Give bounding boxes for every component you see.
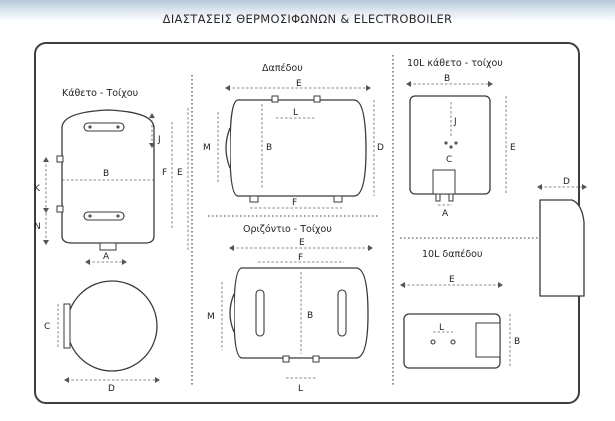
pipe-bottom-left <box>56 205 64 213</box>
section-horizontal-wall: Οριζόντιο - Τοίχου E F M B L <box>207 224 373 394</box>
dim-label-d-side: D <box>563 177 570 187</box>
horizontal-pipe-2 <box>312 355 320 363</box>
dim-label-a-vertical: A <box>103 252 110 262</box>
section-floor: Δαπέδου E L M B D F <box>203 63 384 209</box>
heading-10l-vertical-wall: 10L κάθετο - τοίχου <box>407 58 503 69</box>
horizontal-tank-cap <box>229 293 235 333</box>
bottom-pipe <box>99 242 117 251</box>
dim-label-n: N <box>34 222 41 232</box>
horizontal-pipe-1 <box>282 355 290 363</box>
pipe-top-left <box>56 155 64 163</box>
dim-label-b-10l-floor: B <box>514 337 520 347</box>
dim-label-k: K <box>34 184 41 194</box>
floor-tank-body <box>229 99 367 197</box>
10l-pipe-1 <box>435 193 441 202</box>
10l-floor-control-box <box>475 322 501 358</box>
tank-top-view-circle <box>66 280 158 372</box>
dim-label-b-vertical: B <box>103 169 109 179</box>
heading-vertical-wall: Κάθετο - Τοίχου <box>62 88 138 99</box>
dim-label-e-floor: E <box>296 79 302 89</box>
dim-label-a-10l: A <box>442 209 449 219</box>
dim-label-c-top: C <box>44 322 50 332</box>
side-profile-body <box>539 199 585 297</box>
floor-foot-right <box>333 195 343 203</box>
header-gradient-band <box>0 0 615 22</box>
section-10l-vertical-wall: 10L κάθετο - τοίχου B J C E A <box>406 58 516 219</box>
dim-label-f-horizontal: F <box>298 253 303 263</box>
section-vertical-top-view: C D <box>44 280 160 394</box>
dim-label-f-floor: F <box>292 198 297 208</box>
dim-label-m-floor: M <box>203 143 211 153</box>
dim-label-j-10l: J <box>453 117 457 127</box>
dim-label-e-10l: E <box>510 143 516 153</box>
dim-label-l-horizontal: L <box>298 384 303 394</box>
dim-label-b-10l: B <box>444 74 450 84</box>
floor-pipe-1 <box>271 95 279 103</box>
10l-pipe-2 <box>448 193 454 202</box>
floor-pipe-2 <box>313 95 321 103</box>
dim-label-e-horizontal: E <box>299 238 305 248</box>
dim-label-e-10l-floor: E <box>449 275 455 285</box>
dim-label-d-floor: D <box>377 143 384 153</box>
mounting-slot-bottom <box>83 211 125 221</box>
mounting-slot-top <box>83 122 125 132</box>
dim-label-b-floor: B <box>266 143 272 153</box>
floor-tank-cap <box>225 127 231 169</box>
dim-label-m-horizontal: M <box>207 312 215 322</box>
dim-label-l-floor: L <box>293 108 298 118</box>
heading-floor: Δαπέδου <box>262 63 303 74</box>
wall-bracket <box>63 303 71 349</box>
dim-label-f-vertical: F <box>162 168 167 178</box>
horizontal-slot-left <box>255 289 265 337</box>
section-vertical-wall: Κάθετο - Τοίχου B J F E K N <box>34 88 189 265</box>
vertical-tank-body <box>61 109 155 244</box>
heading-10l-floor: 10L δαπέδου <box>422 249 482 260</box>
section-10l-floor: 10L δαπέδου E L B <box>400 249 520 369</box>
dim-label-d-top: D <box>108 384 115 394</box>
heading-horizontal-wall: Οριζόντιο - Τοίχου <box>243 224 332 235</box>
floor-foot-left <box>249 195 259 203</box>
section-side-profile: D <box>537 177 587 297</box>
page-title: ΔΙΑΣΤΑΣΕΙΣ ΘΕΡΜΟΣΙΦΩΝΩΝ & ELECTROBOILER <box>162 12 453 26</box>
dim-label-l-10l-floor: L <box>439 323 444 333</box>
10l-control-box <box>432 169 456 195</box>
dim-label-e-vertical: E <box>177 168 183 178</box>
horizontal-slot-right <box>337 289 347 337</box>
dim-label-b-horizontal: B <box>307 311 313 321</box>
dim-label-j: J <box>157 135 161 145</box>
dim-label-c-10l: C <box>446 155 452 165</box>
